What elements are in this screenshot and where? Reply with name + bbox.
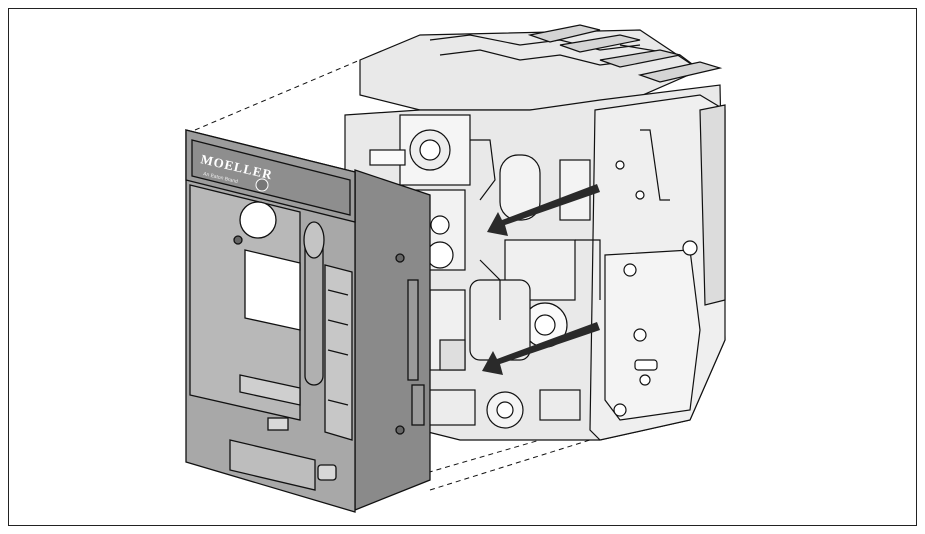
breaker-body — [344, 24, 726, 441]
knob-opening — [239, 201, 277, 239]
screw-head — [233, 235, 243, 245]
screw-head — [395, 253, 405, 263]
window-opening — [244, 249, 301, 331]
direction-arrow-upper — [487, 184, 600, 236]
projection-lines — [194, 59, 591, 496]
front-cover — [185, 129, 431, 513]
logo-emblem-icon — [255, 178, 269, 192]
direction-arrows — [482, 184, 600, 375]
figure-frame — [8, 8, 917, 526]
screw-head — [395, 425, 405, 435]
cover-side — [354, 169, 431, 511]
direction-arrow-lower — [482, 322, 600, 375]
